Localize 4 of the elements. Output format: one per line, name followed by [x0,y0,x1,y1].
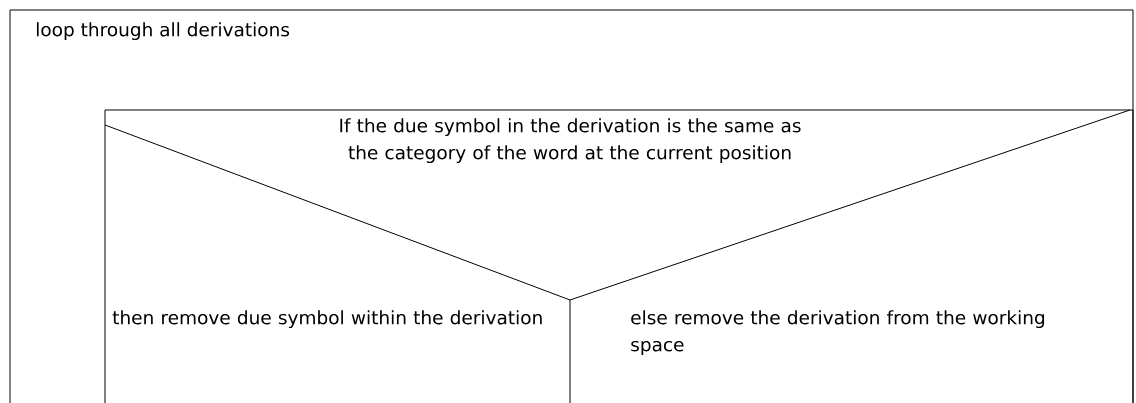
node-label: If the due symbol in the derivation is the same as the category of the word at the current position [340,118,801,164]
node-text: else remove the derivation from the working space [631,310,1045,356]
node-label: loop through all derivations [36,22,290,41]
node-text: then remove due symbol within the derivation [112,310,542,329]
